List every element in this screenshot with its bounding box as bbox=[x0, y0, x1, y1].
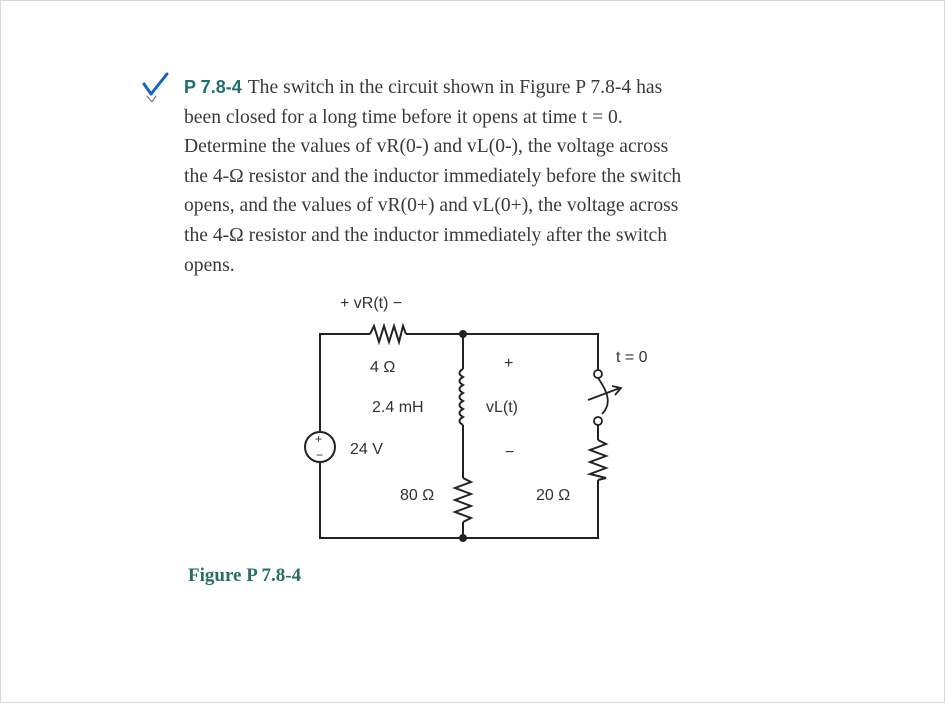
resistor-20ohm bbox=[586, 439, 609, 481]
vl-plus-label: + bbox=[504, 355, 513, 372]
problem-line-6: the 4-Ω resistor and the inductor immedi… bbox=[184, 224, 668, 246]
problem-line-2: been closed for a long time before it op… bbox=[184, 106, 623, 128]
circuit-diagram: + − + vR(t) − 4 Ω 2.4 mH + vL(t) − t = 0… bbox=[304, 295, 648, 542]
r3-label: 20 Ω bbox=[536, 487, 570, 504]
figure-caption: Figure P 7.8-4 bbox=[188, 565, 302, 586]
problem-line-7: opens. bbox=[184, 254, 235, 276]
source-label: 24 V bbox=[350, 441, 383, 458]
vr-label: + vR(t) − bbox=[340, 295, 402, 312]
r1-label: 4 Ω bbox=[370, 359, 395, 376]
inductor-coil bbox=[458, 368, 466, 426]
problem-number: P 7.8-4 bbox=[184, 77, 242, 97]
voltage-source bbox=[304, 431, 336, 463]
switch-time-label: t = 0 bbox=[616, 349, 648, 366]
vl-minus-label: − bbox=[505, 444, 514, 461]
switch bbox=[587, 369, 623, 426]
source-plus-sign: + bbox=[315, 432, 322, 446]
problem-line-4: the 4-Ω resistor and the inductor immedi… bbox=[184, 165, 682, 187]
junction-dot-bottom bbox=[459, 534, 467, 542]
resistor-4ohm bbox=[369, 322, 407, 346]
resistor-80ohm bbox=[452, 477, 474, 523]
circuit-wires bbox=[319, 333, 599, 539]
problem-line-5: opens, and the values of vR(0+) and vL(0… bbox=[184, 195, 679, 217]
r2-label: 80 Ω bbox=[400, 487, 434, 504]
problem-line-1: The switch in the circuit shown in Figur… bbox=[247, 77, 663, 98]
source-minus-sign: − bbox=[316, 448, 323, 462]
inductor-label: 2.4 mH bbox=[372, 399, 424, 416]
checkmark-icon bbox=[142, 72, 169, 102]
problem-line-3: Determine the values of vR(0-) and vL(0-… bbox=[184, 136, 669, 158]
junction-dot-top bbox=[459, 330, 467, 338]
vl-label: vL(t) bbox=[486, 399, 518, 416]
